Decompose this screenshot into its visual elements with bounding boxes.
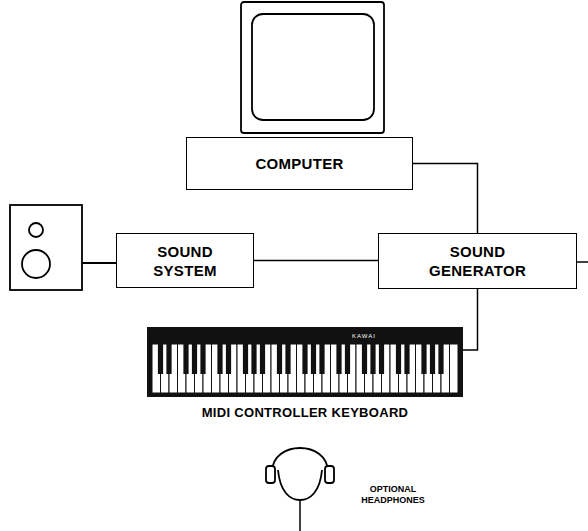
head-outline [278,470,322,500]
black-key [285,344,290,374]
black-key [192,344,197,374]
black-key [311,344,316,374]
ear-cup [325,466,334,483]
headphones-label: OPTIONAL HEADPHONES [352,484,434,506]
black-key [421,344,426,374]
black-key [260,344,265,374]
black-key [200,344,205,374]
woofer [22,250,50,278]
black-key [217,344,222,374]
monitor-screen [252,14,374,120]
box-label: COMPUTER [255,154,343,173]
black-key [362,344,367,374]
sound-generator-box: SOUND GENERATOR [378,233,577,289]
black-key [370,344,375,374]
output-wire [577,261,588,263]
keyboard-keys [152,344,458,393]
black-key [396,344,401,374]
sound-system-box: SOUND SYSTEM [116,233,254,288]
monitor-case [241,2,384,133]
monitor-illustration [241,2,384,133]
black-key [243,344,248,374]
black-key [158,344,163,374]
black-key [336,344,341,374]
box-label: SOUND SYSTEM [145,242,225,280]
black-key [319,344,324,374]
black-key [166,344,171,374]
headband [272,448,328,472]
node-heading: MIDI CONTROLLER KEYBOARD [202,405,409,420]
keyboard-body [147,327,463,397]
black-key [404,344,409,374]
speaker-cabinet [10,205,82,290]
black-key [251,344,256,374]
tweeter [29,223,43,237]
black-key [277,344,282,374]
black-key [226,344,231,374]
speaker-illustration [10,205,116,290]
black-key [379,344,384,374]
ear-cup [266,466,275,483]
brand-name: KAWAI [352,333,376,339]
black-key [183,344,188,374]
speaker-wire [82,262,116,264]
box-label: SOUND GENERATOR [418,242,538,280]
keyboard-illustration [147,327,463,397]
black-key [430,344,435,374]
black-key [438,344,443,374]
white-key [450,344,459,393]
headphone-cord [299,500,301,531]
computer-box: COMPUTER [186,137,413,190]
headphones-illustration [266,448,334,531]
connector-wire [254,260,378,262]
midi-keyboard: KAWAIMIDI CONTROLLER KEYBOARD [147,327,463,397]
connector-wire [413,164,478,234]
connector-wire [463,289,478,350]
black-key [345,344,350,374]
black-key [302,344,307,374]
